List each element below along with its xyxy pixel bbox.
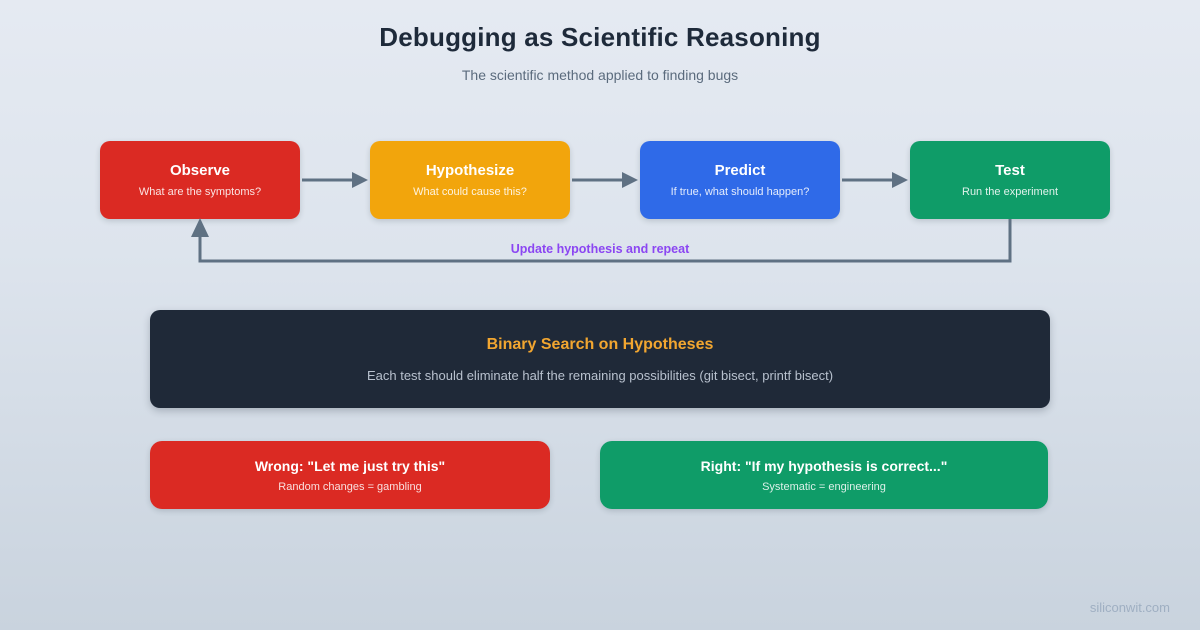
flow-step-hypothesize: Hypothesize What could cause this? <box>370 141 570 219</box>
flow-step-title: Observe <box>169 162 231 179</box>
wrong-approach-title: Wrong: "Let me just try this" <box>254 457 446 474</box>
arrow-head <box>352 172 368 188</box>
wrong-approach-caption: Random changes = gambling <box>278 480 422 493</box>
flow-step-title: Predict <box>714 162 766 179</box>
flow-step-predict: Predict If true, what should happen? <box>640 141 840 219</box>
wrong-approach-box: Wrong: "Let me just try this" Random cha… <box>150 441 550 509</box>
flow-step-caption: Run the experiment <box>962 186 1058 198</box>
flow-step-caption: What are the symptoms? <box>138 186 262 198</box>
flow-step-title: Test <box>995 162 1025 179</box>
feedback-loop-label: Update hypothesis and repeat <box>510 242 690 256</box>
right-approach-caption: Systematic = engineering <box>762 480 886 493</box>
binary-search-title: Binary Search on Hypotheses <box>486 335 714 353</box>
binary-search-subtitle: Each test should eliminate half the rema… <box>366 367 834 383</box>
feedback-arrow-head <box>191 218 209 237</box>
right-approach-title: Right: "If my hypothesis is correct..." <box>700 457 948 474</box>
flow-step-test: Test Run the experiment <box>910 141 1110 219</box>
flow-step-caption: If true, what should happen? <box>670 186 810 198</box>
right-approach-box: Right: "If my hypothesis is correct..." … <box>600 441 1048 509</box>
page-subtitle: The scientific method applied to finding… <box>461 67 739 83</box>
arrow-head <box>622 172 638 188</box>
right-arrow-icon <box>302 172 368 188</box>
watermark: siliconwit.com <box>1089 600 1170 615</box>
flow-step-caption: What could cause this? <box>413 186 527 198</box>
page-title: Debugging as Scientific Reasoning <box>379 22 821 52</box>
binary-search-panel: Binary Search on Hypotheses Each test sh… <box>150 310 1050 408</box>
flow-step-observe: Observe What are the symptoms? <box>100 141 300 219</box>
flow-step-title: Hypothesize <box>425 162 515 179</box>
right-arrow-icon <box>572 172 638 188</box>
arrow-head <box>892 172 908 188</box>
right-arrow-icon <box>842 172 908 188</box>
